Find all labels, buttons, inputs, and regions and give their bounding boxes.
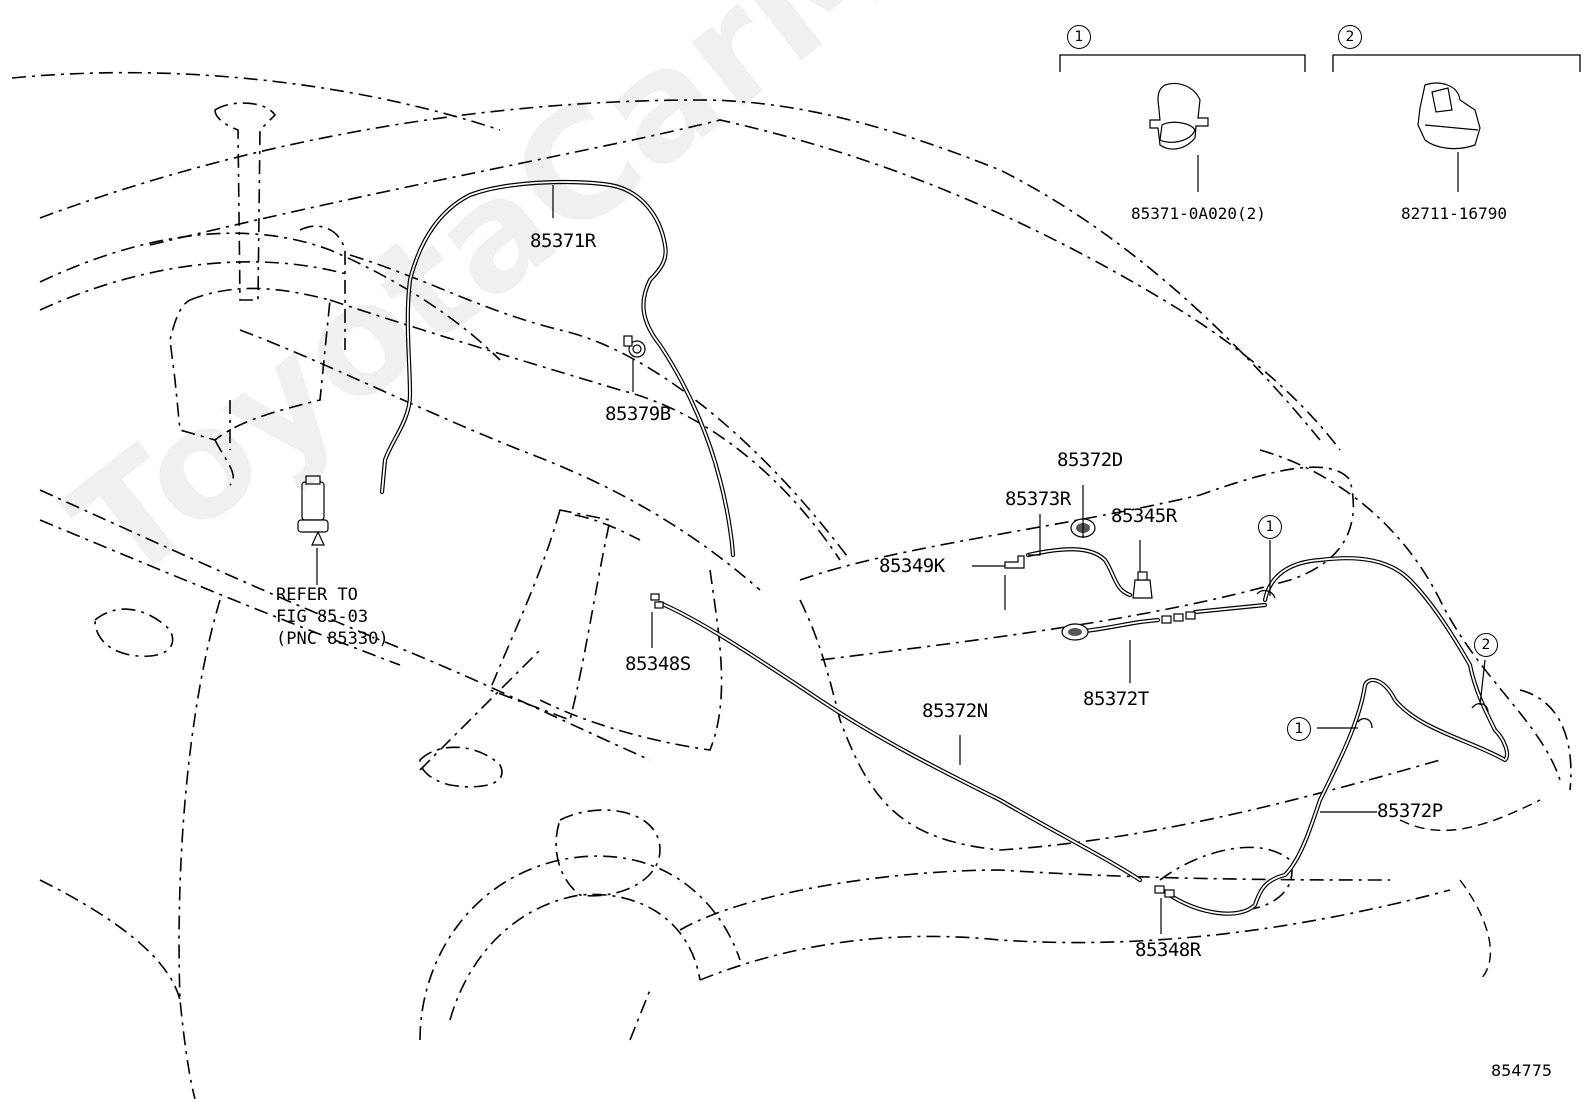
hose-clip-marks xyxy=(1256,589,1489,729)
hose-85373R xyxy=(1025,547,1133,598)
label-85372N: 85372N xyxy=(922,700,988,722)
callout-2-header: 2 xyxy=(1338,25,1362,49)
label-85379B: 85379B xyxy=(605,403,671,425)
label-82711-16790: 82711-16790 xyxy=(1401,204,1507,223)
hose-85372P xyxy=(1165,556,1510,916)
hose-85372N xyxy=(657,600,1143,883)
callout-2-lower: 2 xyxy=(1474,633,1498,657)
joint-85349K xyxy=(1004,555,1025,569)
label-85348R: 85348R xyxy=(1135,939,1201,961)
refer-note-line1: REFER TO xyxy=(276,585,358,605)
refer-note-line2: FIG 85-03 xyxy=(276,607,369,627)
refer-note: REFER TO FIG 85-03 (PNC 85330) xyxy=(276,584,389,650)
label-85345R: 85345R xyxy=(1111,505,1177,527)
label-85371-0A020: 85371-0A020(2) xyxy=(1131,204,1266,223)
detail-brackets xyxy=(1059,54,1581,72)
hose-85371R xyxy=(379,179,736,558)
nozzle-85345R xyxy=(1132,571,1153,599)
leader-lines xyxy=(316,152,1486,934)
label-85372P: 85372P xyxy=(1377,800,1443,822)
callout-1-header: 1 xyxy=(1067,25,1091,49)
clip-85379B xyxy=(623,335,646,358)
refer-note-line3: (PNC 85330) xyxy=(276,629,389,649)
label-85373R: 85373R xyxy=(1005,488,1071,510)
label-85372D: 85372D xyxy=(1057,449,1123,471)
label-85349K: 85349K xyxy=(879,555,945,577)
clip-85371-0A020 xyxy=(1149,82,1209,150)
callout-1-upper: 1 xyxy=(1258,515,1282,539)
figure-number: 854775 xyxy=(1491,1061,1553,1080)
pump-refer xyxy=(297,475,329,546)
vehicle-outline xyxy=(11,71,1572,1099)
joint-85348R xyxy=(1154,885,1175,898)
label-85371R: 85371R xyxy=(530,230,596,252)
grommet-85372T xyxy=(1061,611,1196,641)
clip-82711-16790 xyxy=(1417,82,1481,150)
label-85348S: 85348S xyxy=(625,653,691,675)
callout-1-lower: 1 xyxy=(1287,717,1311,741)
label-85372T: 85372T xyxy=(1083,688,1149,710)
joint-85348S xyxy=(650,593,664,609)
